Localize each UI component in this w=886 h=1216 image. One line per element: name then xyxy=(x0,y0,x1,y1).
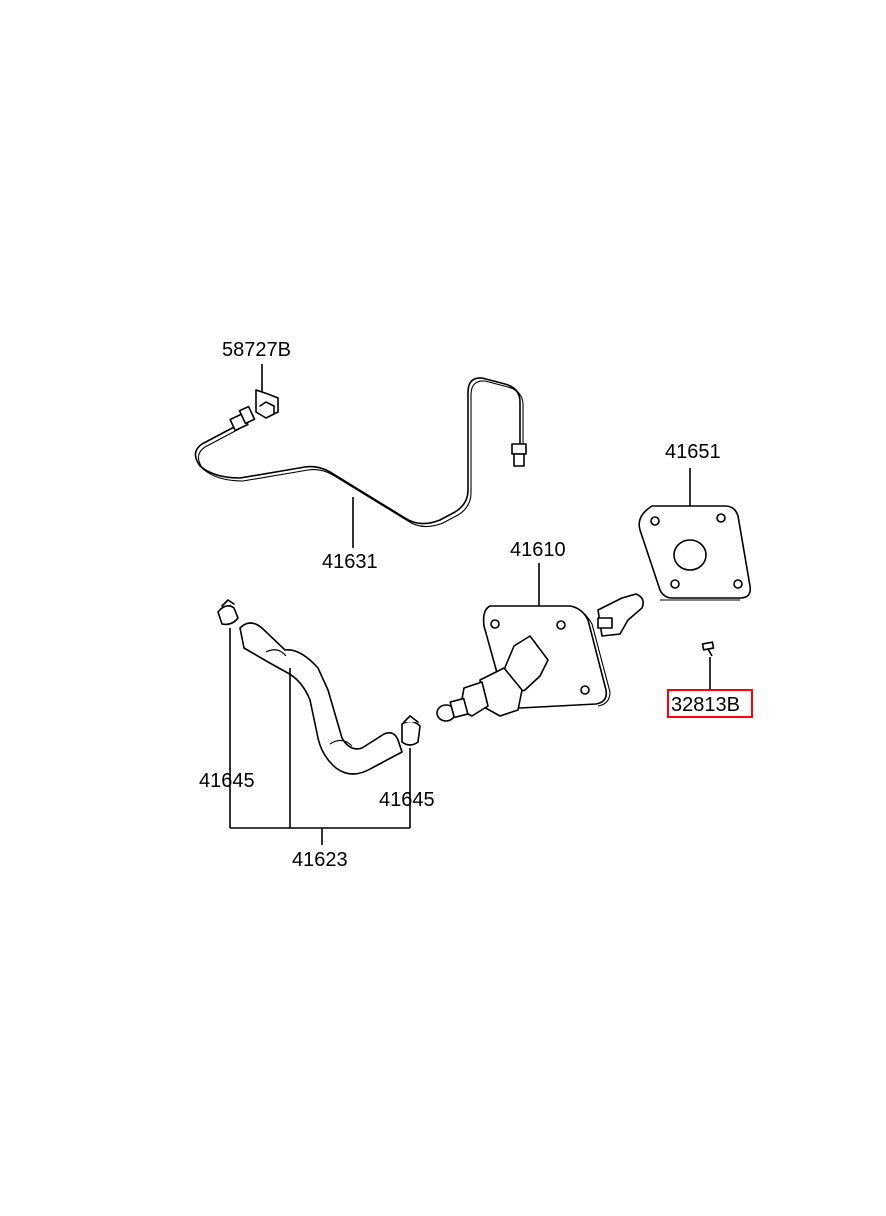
hose xyxy=(239,622,403,775)
label-master-cylinder: 41610 xyxy=(510,539,566,561)
label-bracket-clip: 58727B xyxy=(222,339,291,361)
highlight-box-bolt xyxy=(667,689,753,718)
hose-clamp-left xyxy=(217,599,239,626)
clutch-pipe xyxy=(194,377,527,528)
label-hose-assy: 41623 xyxy=(292,849,348,871)
leaders-hose-assy xyxy=(229,628,411,845)
hose-clamp-right xyxy=(401,715,421,746)
bracket-clip xyxy=(255,364,279,419)
label-pad: 41651 xyxy=(665,441,721,463)
label-clamp-left: 41645 xyxy=(199,770,255,792)
label-bolt: 32813B xyxy=(671,694,740,716)
label-pipe: 41631 xyxy=(322,551,378,573)
bolt xyxy=(701,641,715,657)
pipe-fitting-right xyxy=(511,443,527,467)
master-cylinder xyxy=(436,593,644,722)
pipe-fitting-left xyxy=(229,405,256,432)
pad-plate xyxy=(638,505,752,601)
label-clamp-right: 41645 xyxy=(379,789,435,811)
